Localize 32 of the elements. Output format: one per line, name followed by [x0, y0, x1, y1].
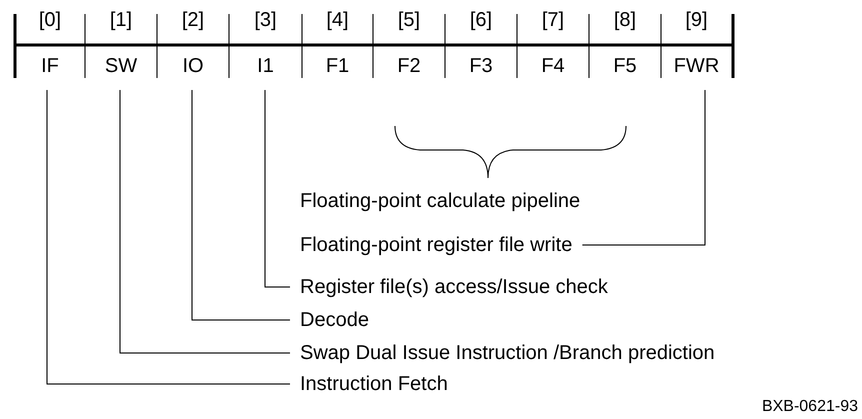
stage-description: Swap Dual Issue Instruction /Branch prediction [290, 342, 725, 364]
stage-index: [6] [468, 9, 494, 31]
stage-description: Instruction Fetch [290, 373, 458, 395]
stage-name: F4 [540, 55, 566, 77]
stage-index: [9] [684, 9, 709, 31]
stage-index: [8] [612, 9, 638, 31]
stage-index: [2] [180, 9, 206, 31]
stage-index: [0] [38, 9, 62, 31]
stage-index: [4] [325, 9, 350, 31]
stage-description: Register file(s) access/Issue check [290, 276, 618, 298]
leader-line [46, 90, 290, 384]
stage-name: I1 [256, 55, 275, 77]
leader-line [192, 90, 290, 320]
figure-id: BXB-0621-93 [762, 398, 858, 416]
stage-name: F3 [468, 55, 494, 77]
stage-description: Decode [290, 309, 379, 331]
stage-name: IO [181, 55, 205, 77]
pipeline-caption: Floating-point calculate pipeline [300, 190, 580, 213]
stage-description: Floating-point register file write [290, 234, 582, 256]
stage-name: SW [104, 55, 138, 77]
stage-name: F5 [612, 55, 638, 77]
stage-index: [1] [108, 9, 134, 31]
stage-name: F2 [396, 55, 422, 77]
leader-line [264, 90, 290, 288]
stage-name: IF [40, 55, 60, 77]
stage-index: [7] [540, 9, 566, 31]
leader-line [582, 90, 706, 246]
stage-name: FWR [672, 55, 720, 77]
stage-index: [5] [396, 9, 422, 31]
stage-index: [3] [253, 9, 278, 31]
leader-line [120, 90, 290, 354]
stage-name: F1 [324, 55, 350, 77]
